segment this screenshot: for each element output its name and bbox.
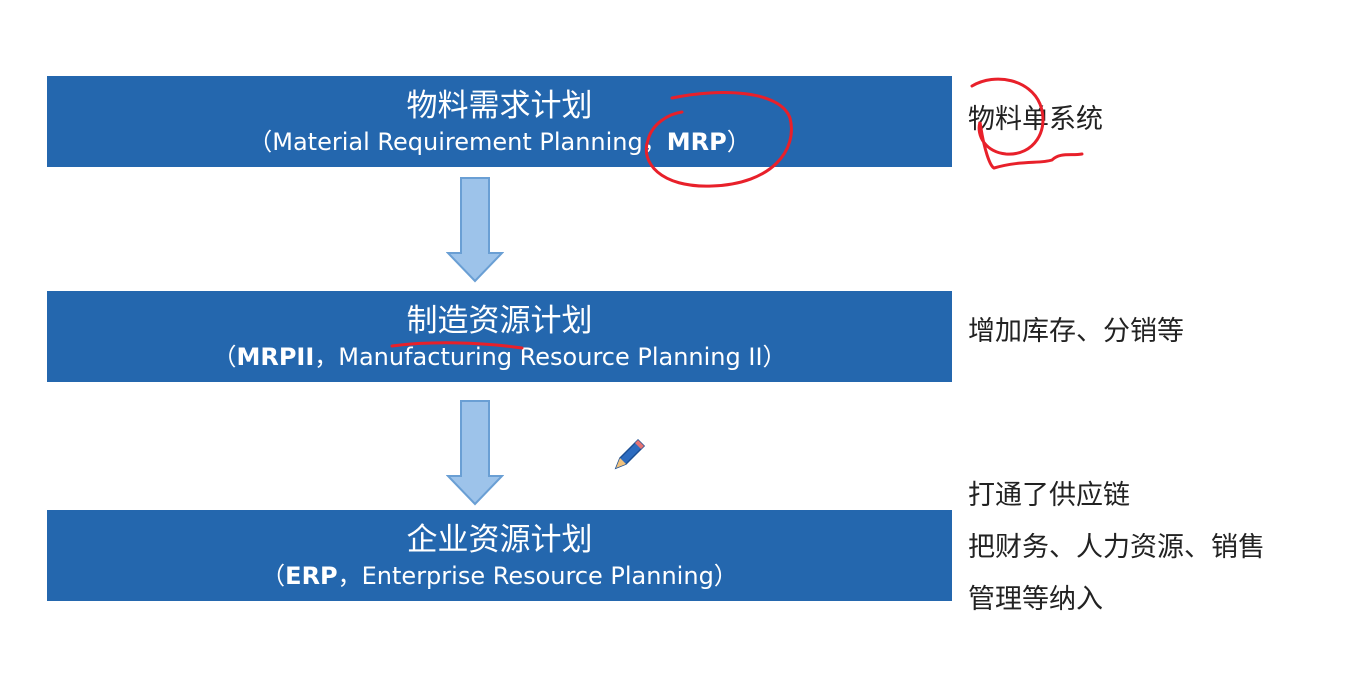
mrpii-subtitle-abbr: MRPII: [236, 343, 315, 371]
mrpii-subtitle-suffix: ，Manufacturing Resource Planning II）: [314, 343, 787, 371]
erp-note-line: 打通了供应链: [968, 480, 1130, 511]
down-arrow-icon: [446, 177, 504, 283]
erp-subtitle-abbr: ERP: [285, 562, 338, 590]
mrp-title: 物料需求计划: [406, 88, 593, 124]
mrp-circle-mark: [644, 91, 793, 188]
mrpii-note: 增加库存、分销等: [968, 316, 1184, 347]
mrpii-box: 制造资源计划 （MRPII，Manufacturing Resource Pla…: [47, 291, 952, 382]
mrp-subtitle: （Material Requirement Planning，MRP）: [47, 126, 952, 158]
mrp-box: 物料需求计划 （Material Requirement Planning，MR…: [47, 76, 952, 167]
erp-box: 企业资源计划 （ERP，Enterprise Resource Planning…: [47, 510, 952, 601]
pencil-icon: [614, 438, 646, 470]
mrpii-underline-mark: [390, 341, 524, 350]
erp-note-line: 管理等纳入: [968, 584, 1103, 615]
note1-circle-mark: [970, 77, 1084, 170]
erp-note-line: 把财务、人力资源、销售: [968, 532, 1265, 563]
mrpii-title: 制造资源计划: [406, 303, 593, 339]
mrp-subtitle-suffix: ）: [726, 128, 751, 156]
mrpii-subtitle-prefix: （: [212, 343, 237, 371]
erp-title: 企业资源计划: [406, 522, 593, 558]
erp-subtitle-suffix: ，Enterprise Resource Planning）: [337, 562, 738, 590]
erp-subtitle-prefix: （: [261, 562, 286, 590]
mrp-subtitle-abbr: MRP: [666, 128, 727, 156]
down-arrow-icon: [446, 400, 504, 506]
mrp-subtitle-prefix: （Material Requirement Planning，: [248, 128, 667, 156]
erp-note: 打通了供应链 把财务、人力资源、销售 管理等纳入: [968, 470, 1265, 626]
mrpii-subtitle: （MRPII，Manufacturing Resource Planning I…: [47, 341, 952, 373]
erp-subtitle: （ERP，Enterprise Resource Planning）: [47, 560, 952, 592]
mrp-note: 物料单系统: [968, 104, 1103, 135]
